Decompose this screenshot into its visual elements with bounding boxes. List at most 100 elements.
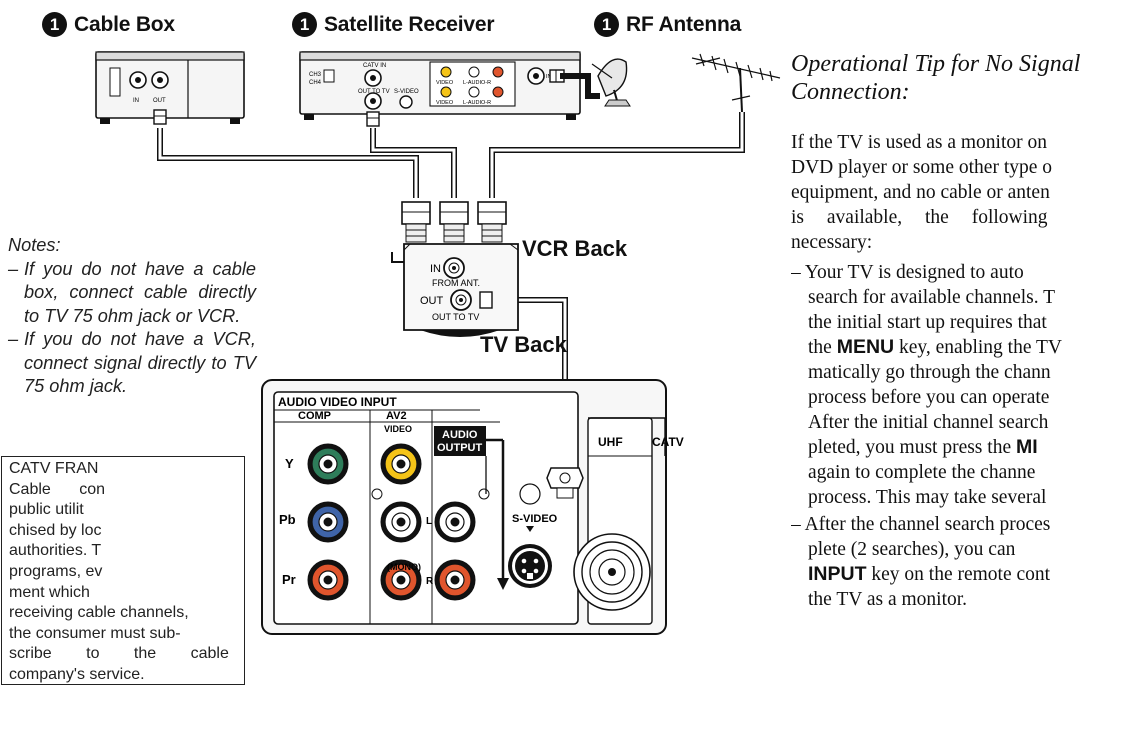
- tip-intro-line: equipment, and no cable or anten: [791, 182, 1050, 203]
- vcr-in-label: IN: [430, 263, 441, 275]
- pr-jack: [307, 559, 349, 601]
- tip-bullet-1: – Your TV is designed to auto search for…: [791, 260, 1131, 510]
- rf-antenna-title: RF Antenna: [626, 12, 742, 36]
- sat-catv-in-label: CATV IN: [363, 63, 386, 69]
- catv-f-connector: [546, 467, 584, 499]
- satellite-receiver-heading: 1 Satellite Receiver: [292, 12, 495, 37]
- catv-antenna-jack: [573, 533, 651, 611]
- tip-intro-line: If the TV is used as a monitor on: [791, 132, 1047, 153]
- audio-output-label-2: OUTPUT: [437, 442, 483, 454]
- vcr-out-to-tv-label: OUT TO TV: [432, 312, 479, 322]
- video-jack: [380, 443, 422, 485]
- pb-jack: [307, 501, 349, 543]
- tip-line: Your TV is designed to auto: [804, 262, 1024, 283]
- svideo-jack: [508, 544, 552, 588]
- tip-intro: If the TV is used as a monitor on DVD pl…: [791, 130, 1131, 255]
- note-item: –If you do not have a cable box, connect…: [8, 258, 260, 329]
- operational-tip: Operational Tip for No Signal Connection…: [791, 50, 1131, 106]
- vcr-from-ant-label: FROM ANT.: [432, 278, 480, 288]
- catv-franchise-notice: CATV FRAN Cable con public utilit chised…: [1, 456, 245, 685]
- note-item: –If you do not have a VCR, connect signa…: [8, 328, 260, 399]
- sat-ch4-label: CH4: [309, 80, 322, 86]
- tip-intro-line: necessary:: [791, 232, 873, 253]
- catv-notice-full: receiving cable channels, the consumer m…: [9, 603, 241, 685]
- tip-text: key on the remote cont: [866, 564, 1051, 585]
- audio-l-jack: [380, 501, 422, 543]
- r-label: R: [426, 576, 434, 587]
- catv-label: CATV: [652, 435, 684, 449]
- audio-video-input-header: AUDIO VIDEO INPUT: [278, 395, 397, 409]
- catv-line: the consumer must sub-: [9, 624, 181, 642]
- tip-intro-line: is available, the following: [791, 207, 1048, 228]
- uhf-label: UHF: [598, 435, 623, 449]
- catv-line: public utilit: [9, 501, 84, 519]
- tip-text: the: [808, 337, 837, 358]
- catv-line: programs, ev: [9, 562, 103, 580]
- notes-block: Notes: –If you do not have a cable box, …: [8, 234, 260, 399]
- tip-line: process. This may take several: [808, 487, 1047, 508]
- tip-line: again to complete the channe: [808, 462, 1036, 483]
- tip-title-line-2: Connection:: [791, 79, 910, 105]
- tip-bullet-2: – After the channel search proces plete …: [791, 512, 1131, 612]
- sat-audio-label: L-AUDIO-R: [463, 80, 491, 86]
- l-label: L: [426, 516, 432, 527]
- input-key-label: INPUT: [808, 563, 867, 585]
- step-number-badge: 1: [42, 12, 67, 37]
- step-number-badge: 1: [292, 12, 317, 37]
- tip-line: After the initial channel search: [808, 412, 1049, 433]
- sat-svideo-label: S-VIDEO: [394, 89, 419, 95]
- tip-line: process before you can operate: [808, 387, 1050, 408]
- sat-video-label-2: VIDEO: [436, 100, 454, 106]
- tip-text: pleted, you must press the: [808, 437, 1016, 458]
- tip-line: the initial start up requires that: [808, 312, 1047, 333]
- rf-antenna-heading: 1 RF Antenna: [594, 12, 741, 37]
- catv-line: ment which: [9, 583, 90, 601]
- audio-r-jack: [380, 559, 422, 601]
- y-jack: [307, 443, 349, 485]
- tip-line: search for available channels. T: [808, 287, 1056, 308]
- sat-out-to-tv-label: OUT TO TV: [358, 89, 390, 95]
- satellite-dish-icon: [591, 58, 631, 107]
- catv-line: receiving cable channels,: [9, 604, 189, 621]
- step-number-badge: 1: [594, 12, 619, 37]
- output-l-jack: [434, 501, 476, 543]
- video-label: VIDEO: [384, 424, 412, 434]
- rf-antenna-icon: [691, 53, 781, 113]
- vcr-back-label: VCR Back: [522, 236, 628, 261]
- comp-column-label: COMP: [298, 410, 331, 422]
- mono-label: (MONO): [387, 562, 421, 572]
- audio-output-label-1: AUDIO: [442, 429, 478, 441]
- y-label: Y: [285, 456, 294, 471]
- catv-line: CATV FRAN: [9, 460, 99, 477]
- f-connectors: [401, 201, 507, 243]
- tip-text: key, enabling the TV: [894, 337, 1062, 358]
- cable-box-device: IN OUT: [95, 51, 245, 125]
- catv-line: authorities. T: [9, 542, 102, 560]
- catv-line: Cable con: [9, 480, 106, 498]
- pr-label: Pr: [282, 572, 296, 587]
- menu-key-label: MENU: [836, 336, 895, 358]
- cable-box-out-label: OUT: [153, 98, 166, 104]
- notes-heading: Notes:: [8, 235, 61, 255]
- tv-back-label: TV Back: [480, 332, 567, 357]
- av2-column-label: AV2: [386, 410, 407, 422]
- cable-box-in-label: IN: [133, 98, 139, 104]
- output-r-jack: [434, 559, 476, 601]
- rca-jacks: [307, 443, 476, 601]
- vcr-back-panel: IN FROM ANT. OUT OUT TO TV: [403, 243, 519, 337]
- catv-line: chised by loc: [9, 521, 102, 539]
- pb-label: Pb: [279, 512, 296, 527]
- cable-box-heading: 1 Cable Box: [42, 12, 175, 37]
- catv-line: company's service.: [9, 665, 145, 683]
- catv-line: scribe to the cable: [9, 645, 229, 663]
- vcr-out-label: OUT: [420, 295, 444, 307]
- note-text: If you do not have a cable box, connect …: [24, 258, 256, 326]
- tv-back-panel: AUDIO VIDEO INPUT COMP AV2 VIDEO AUDIO O…: [261, 379, 684, 635]
- menu-key-label: MI: [1015, 436, 1038, 458]
- svideo-label: S-VIDEO: [512, 513, 558, 525]
- tip-title-line-1: Operational Tip for No Signal: [791, 51, 1081, 77]
- catv-notice-clipped: CATV FRAN Cable con public utilit chised…: [9, 459, 115, 603]
- sat-ch3-label: CH3: [309, 72, 322, 78]
- tip-line: plete (2 searches), you can: [808, 539, 1016, 560]
